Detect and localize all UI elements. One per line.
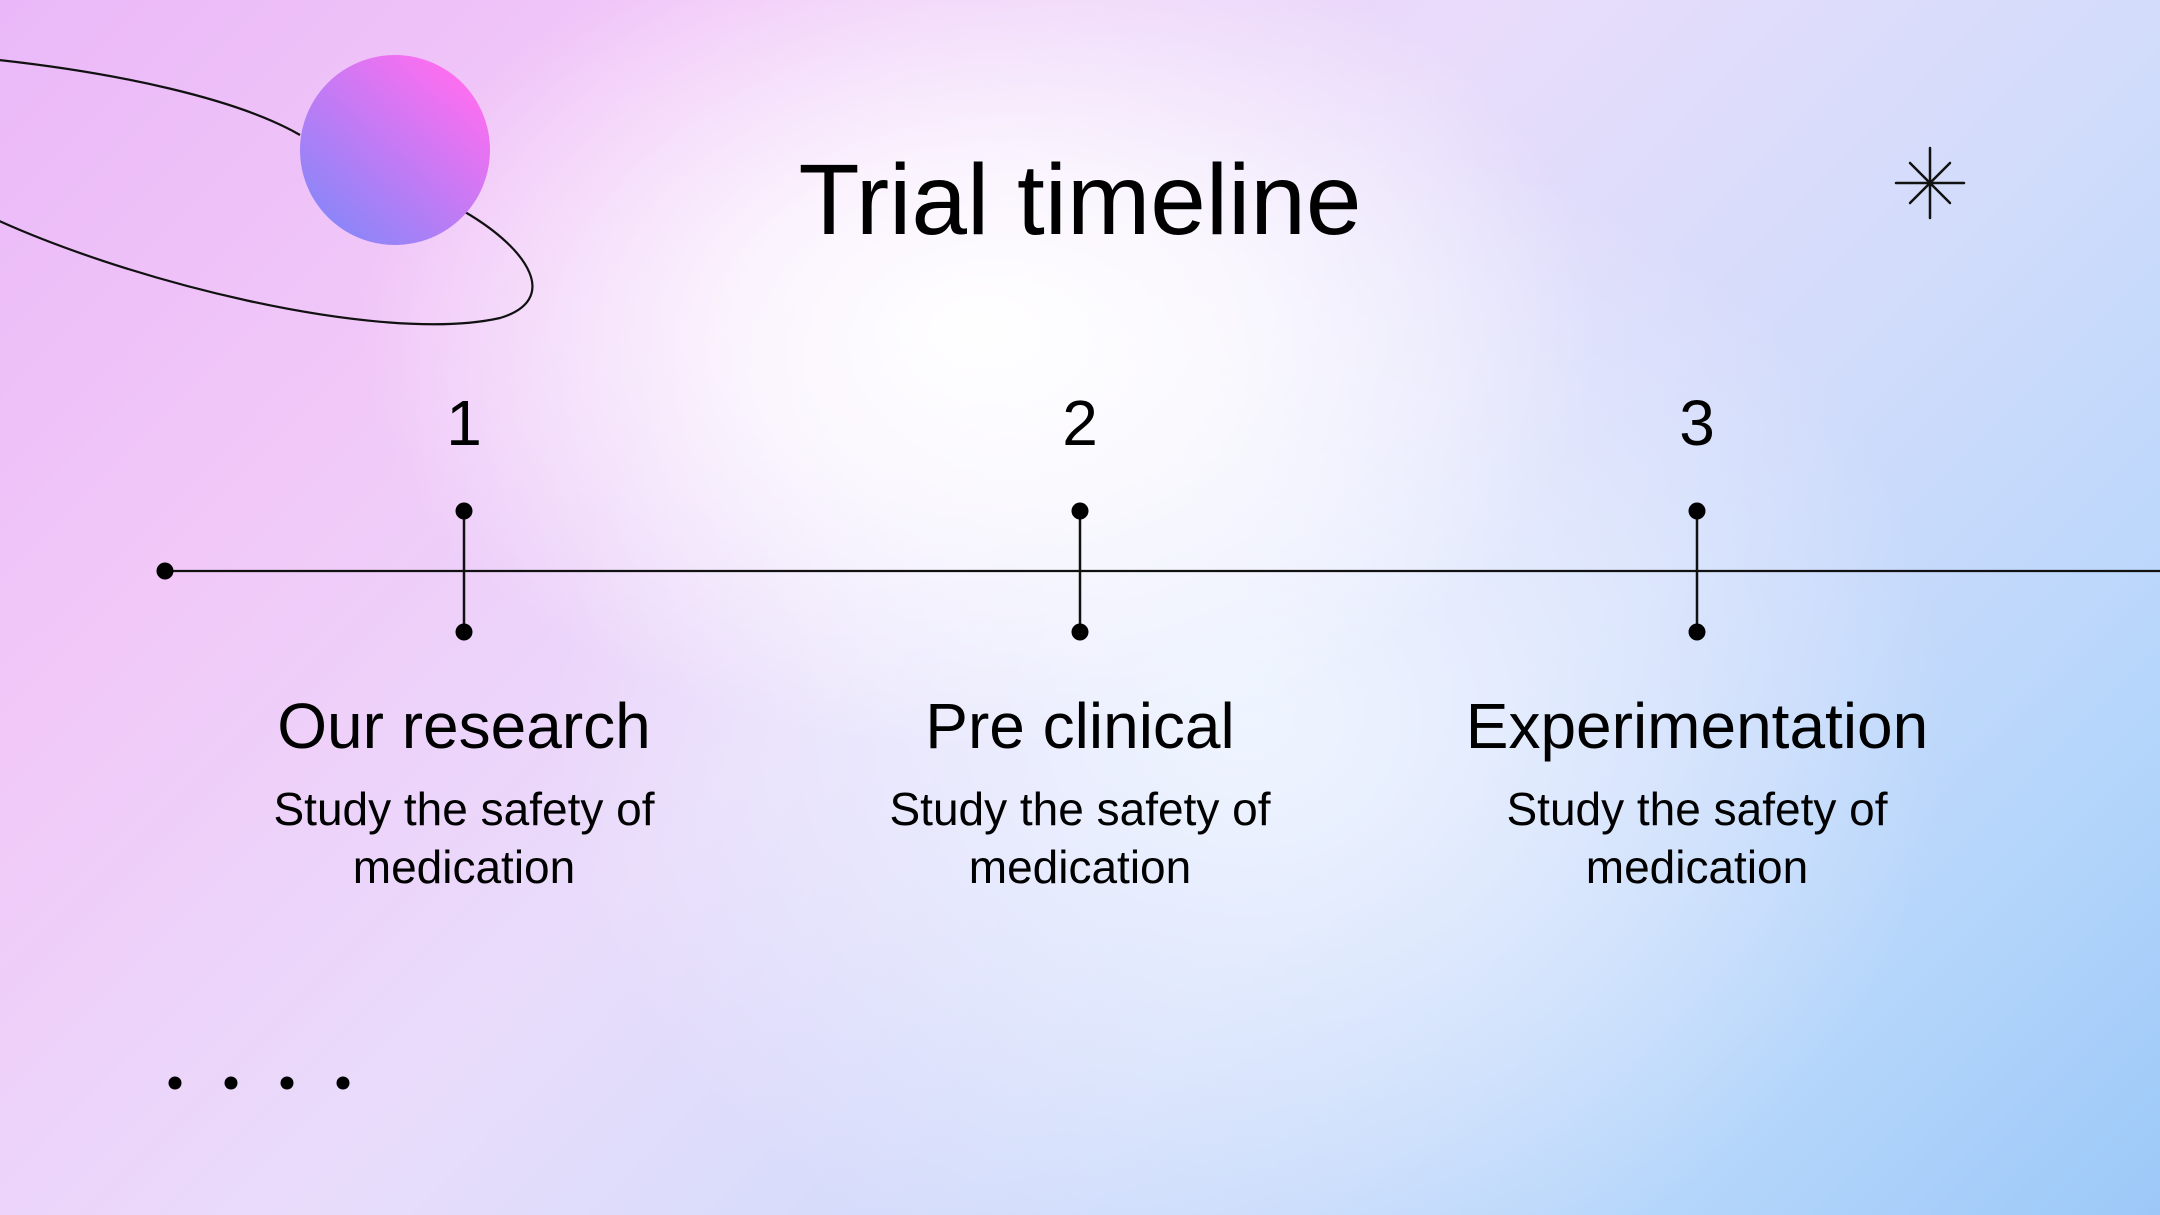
planet	[300, 55, 490, 245]
step-3-description: Study the safety of medication	[1506, 783, 1888, 893]
step-2-title: Pre clinical	[925, 690, 1235, 762]
step-1-description: Study the safety of medication	[273, 783, 655, 893]
timeline-start-dot	[156, 562, 174, 580]
step-2-number: 2	[1062, 387, 1098, 459]
timeline-marker-2	[1071, 502, 1089, 641]
step-3-number: 3	[1679, 387, 1715, 459]
orbit-ring	[0, 59, 534, 326]
step-1-number: 1	[446, 387, 482, 459]
step-1-title: Our research	[277, 690, 651, 762]
step-3-title: Experimentation	[1465, 690, 1929, 762]
page-title: Trial timeline	[798, 144, 1362, 256]
timeline-marker-3	[1688, 502, 1706, 641]
sparkle-icon	[1894, 146, 1966, 220]
decorative-dots	[168, 1076, 350, 1090]
step-2-description: Study the safety of medication	[889, 783, 1271, 893]
timeline-marker-1	[455, 502, 473, 641]
